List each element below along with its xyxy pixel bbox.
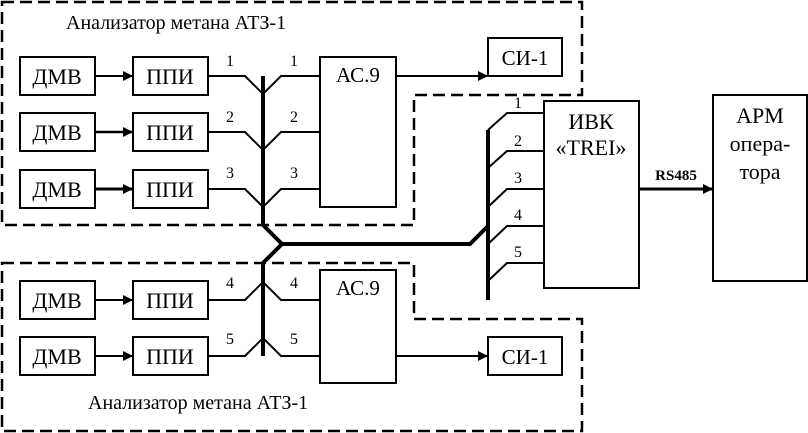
- top-analyzer-title: Анализатор метана АТЗ-1: [66, 12, 286, 34]
- bottom-analyzer-boundary: [0, 261, 584, 433]
- ivk-input-wires: [487, 112, 544, 282]
- sensor-dmv-4-label: ДМВ: [32, 288, 81, 313]
- ivk-trei-block: [543, 100, 640, 289]
- ivk-label-line1: ИВК: [568, 109, 614, 134]
- converter-ppi-2-label: ППИ: [146, 120, 194, 145]
- converter-ppi-4-label: ППИ: [146, 288, 194, 313]
- ivk-channel-1: 1: [514, 95, 522, 112]
- top-analyzer-boundary: [0, 0, 584, 227]
- top-right-channel-1: 1: [290, 53, 298, 70]
- rs485-label: RS485: [655, 168, 697, 184]
- arm-operator-block: [712, 94, 808, 282]
- top-indicator-si1: [487, 37, 563, 77]
- bottom-right-channel-5: 5: [290, 331, 298, 348]
- top-indicator-si1-label: СИ-1: [502, 46, 549, 70]
- bottom-indicator-si1-label: СИ-1: [502, 345, 549, 369]
- trunk-bus: [261, 76, 490, 356]
- top-controller-ac9: [319, 56, 397, 208]
- arm-label-line3: тора: [739, 159, 780, 184]
- top-right-channel-3: 3: [290, 165, 298, 182]
- arm-label-line1: АРМ: [736, 103, 784, 128]
- converter-ppi-3-label: ППИ: [146, 177, 194, 202]
- ivk-channel-5: 5: [514, 244, 522, 261]
- bottom-left-channel-5: 5: [226, 331, 234, 348]
- sensor-dmv-2-label: ДМВ: [32, 120, 81, 145]
- top-left-channel-3: 3: [226, 165, 234, 182]
- bottom-controller-ac9-label: АС.9: [336, 276, 380, 300]
- bottom-left-channel-4: 4: [226, 275, 234, 292]
- bottom-right-channel-4: 4: [290, 275, 298, 292]
- arm-label-line2: опера-: [730, 131, 791, 156]
- bottom-indicator-si1: [487, 336, 563, 376]
- top-left-channel-2: 2: [226, 109, 234, 126]
- sensor-dmv-3-label: ДМВ: [32, 177, 81, 202]
- ivk-channel-4: 4: [514, 207, 522, 224]
- ivk-channel-3: 3: [514, 170, 522, 187]
- ivk-label-line2: «TREI»: [556, 135, 627, 160]
- bottom-controller-ac9: [319, 269, 397, 384]
- top-right-channel-2: 2: [290, 109, 298, 126]
- bottom-analyzer-title: Анализатор метана АТЗ-1: [88, 392, 308, 414]
- sensor-dmv-1-label: ДМВ: [32, 64, 81, 89]
- converter-ppi-1-label: ППИ: [146, 64, 194, 89]
- top-left-channel-1: 1: [226, 53, 234, 70]
- ivk-channel-2: 2: [514, 133, 522, 150]
- converter-ppi-5-label: ППИ: [146, 344, 194, 369]
- sensor-dmv-5-label: ДМВ: [32, 344, 81, 369]
- top-controller-ac9-label: АС.9: [336, 63, 380, 87]
